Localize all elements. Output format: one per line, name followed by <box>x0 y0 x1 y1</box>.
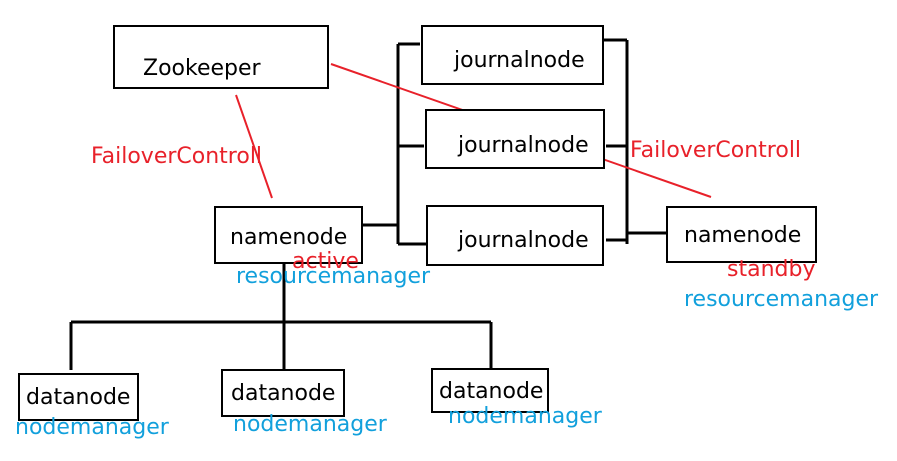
journalnode-label: journalnode <box>454 48 585 73</box>
zookeeper-label: Zookeeper <box>143 56 261 81</box>
datanode-label: datanode <box>439 379 544 404</box>
failover-line-left <box>235 94 273 199</box>
failover-label-right: FailoverControll <box>630 138 802 163</box>
nodemanager-label-2: nodemanager <box>233 412 387 437</box>
standby-state-label: standby <box>727 257 816 282</box>
journalnode-box-1: journalnode <box>421 25 604 85</box>
journalnode-box-3: journalnode <box>426 205 604 266</box>
standby-role-label: resourcemanager <box>684 287 879 312</box>
datanode-box-2: datanode <box>221 369 345 417</box>
datanode-box-3: datanode <box>431 368 549 413</box>
datanode-label: datanode <box>231 381 336 406</box>
namenode-active-box: namenode <box>214 206 363 264</box>
nodemanager-label-3: nodemanager <box>448 404 602 429</box>
journalnode-label: journalnode <box>458 133 589 158</box>
journalnode-label: journalnode <box>458 228 589 253</box>
zookeeper-box: Zookeeper <box>113 25 329 89</box>
namenode-label: namenode <box>230 225 348 250</box>
nodemanager-label-1: nodemanager <box>15 415 169 440</box>
datanode-box-1: datanode <box>18 373 139 421</box>
active-role-label: resourcemanager <box>236 264 431 289</box>
namenode-label: namenode <box>684 223 802 248</box>
namenode-standby-box: namenode <box>666 206 817 263</box>
active-state-label: active <box>292 249 359 274</box>
failover-label-left: FailoverControll <box>91 144 263 169</box>
datanode-label: datanode <box>26 385 131 410</box>
journalnode-box-2: journalnode <box>425 109 605 169</box>
